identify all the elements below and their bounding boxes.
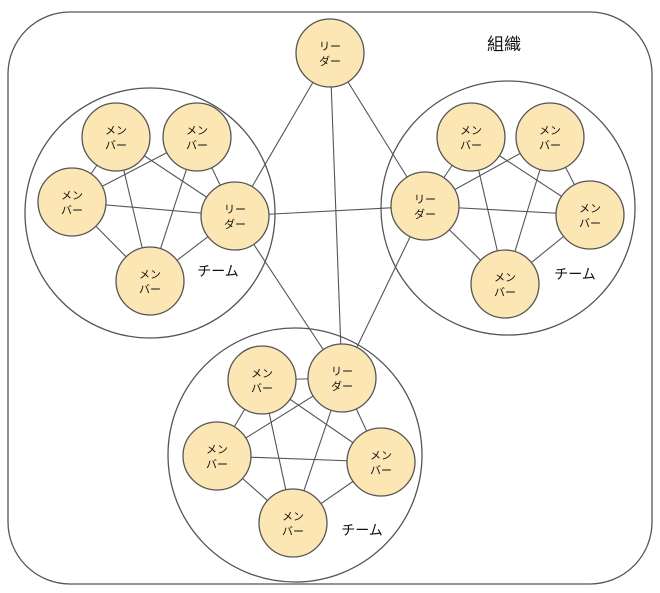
team-1-member-3-label-line1: メン <box>61 189 83 202</box>
team-3-member-4-circle <box>258 488 328 558</box>
team-3-member-4-label-line2: バー <box>282 525 304 538</box>
team-3-member-2-circle <box>182 421 252 491</box>
team-2-member-3-label-line1: メン <box>579 202 601 215</box>
team-2-member-1-label-line2: バー <box>460 139 482 152</box>
team-1-member-4-label-line1: メン <box>139 268 161 281</box>
team-2-member-2-label-line1: メン <box>539 124 561 137</box>
team-3-member-2-label-line2: バー <box>206 458 228 471</box>
person-nodes: メンバーメンバーメンバーメンバーリーダーメンバーメンバーメンバーメンバーリーダー… <box>37 18 625 558</box>
team-1-member-3-circle <box>37 167 107 237</box>
team-2-label: チーム <box>554 267 596 283</box>
team-2-leader-circle <box>390 171 460 241</box>
team-3-member-3-label-line2: バー <box>370 464 392 477</box>
team-2-member-3-circle <box>555 180 625 250</box>
organization-leader-label-line1: リー <box>319 40 341 53</box>
team-1-leader-label-line1: リー <box>224 203 246 216</box>
organization-leader-label-line2: ダー <box>319 54 341 68</box>
team-1-label: チーム <box>197 264 239 280</box>
team-2-member-1-label-line1: メン <box>460 124 482 137</box>
team-1-member-3-label-line2: バー <box>61 204 83 217</box>
team-1-member-4-label-line2: バー <box>139 283 161 296</box>
team-2-member-4-label-line2: バー <box>494 286 516 299</box>
team-1-member-2-circle <box>162 102 232 172</box>
team-2-member-3-label-line2: バー <box>579 217 601 230</box>
team-3-member-1-circle <box>227 345 297 415</box>
team-3-member-3-circle <box>346 427 416 497</box>
team-1-member-2-label-line1: メン <box>186 124 208 137</box>
team-2-member-2-circle <box>515 102 585 172</box>
team-3-member-1-label-line2: バー <box>251 382 273 395</box>
team-2-member-2-label-line2: バー <box>539 139 561 152</box>
team-2-member-4-label-line1: メン <box>494 271 516 284</box>
team-1-member-1-label-line1: メン <box>105 124 127 137</box>
team-3-member-1-label-line1: メン <box>251 367 273 380</box>
team-1-leader-label-line2: ダー <box>224 217 246 231</box>
team-3-leader-circle <box>307 343 377 413</box>
org-leader-link <box>329 52 343 379</box>
team-1-member-2-label-line2: バー <box>186 139 208 152</box>
team-1-member-1-label-line2: バー <box>105 139 127 152</box>
team-1-member-4-circle <box>115 246 185 316</box>
team-3-member-2-label-line1: メン <box>206 443 228 456</box>
team-1-member-1-circle <box>81 102 151 172</box>
team-3-label: チーム <box>341 523 383 539</box>
team-3-leader-label-line1: リー <box>331 365 353 378</box>
team-3-member-3-label-line1: メン <box>370 449 392 462</box>
team-1-leader-circle <box>200 181 270 251</box>
team-2-member-4-circle <box>470 249 540 319</box>
team-2-leader-label-line2: ダー <box>414 207 436 221</box>
team-3-leader-label-line2: ダー <box>331 379 353 393</box>
organization-title: 組織 <box>487 35 521 55</box>
team-2-leader-label-line1: リー <box>414 193 436 206</box>
team-labels: チームチームチーム <box>197 264 596 539</box>
team-2-member-1-circle <box>436 102 506 172</box>
team-3-member-4-label-line1: メン <box>282 510 304 523</box>
organization-leader-circle <box>295 18 365 88</box>
